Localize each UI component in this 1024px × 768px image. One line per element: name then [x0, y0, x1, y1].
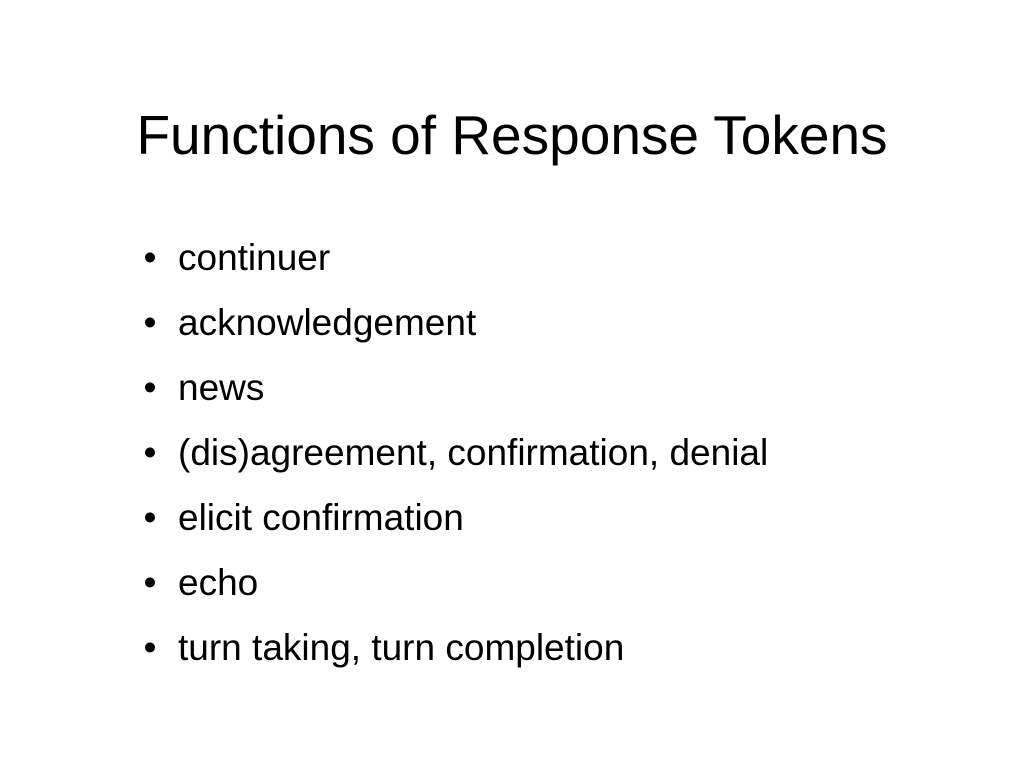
bullet-text: (dis)agreement, confirmation, denial — [178, 432, 769, 473]
bullet-text: elicit confirmation — [178, 497, 464, 538]
bullet-list: • continuer • acknowledgement • news • (… — [140, 228, 769, 683]
bullet-item-continuer: • continuer — [140, 228, 768, 293]
bullet-item-echo: • echo — [140, 553, 768, 618]
bullet-item-acknowledgement: • acknowledgement — [140, 293, 768, 358]
bullet-text: turn taking, turn completion — [178, 627, 625, 668]
bullet-icon: • — [143, 627, 157, 668]
bullet-text: acknowledgement — [178, 302, 477, 343]
bullet-text: echo — [178, 562, 259, 603]
bullet-text: news — [178, 367, 265, 408]
bullet-text: continuer — [178, 237, 331, 278]
bullet-icon: • — [143, 237, 157, 278]
bullet-item-disagreement: • (dis)agreement, confirmation, denial — [140, 423, 769, 488]
bullet-icon: • — [143, 367, 157, 408]
bullet-icon: • — [143, 432, 157, 473]
bullet-item-news: • news — [140, 358, 768, 423]
bullet-icon: • — [143, 497, 157, 538]
slide-title: Functions of Response Tokens — [136, 104, 888, 166]
bullet-item-elicit-confirmation: • elicit confirmation — [140, 488, 768, 553]
bullet-item-turn-taking: • turn taking, turn completion — [140, 618, 768, 683]
bullet-icon: • — [143, 302, 157, 343]
bullet-icon: • — [143, 562, 157, 603]
